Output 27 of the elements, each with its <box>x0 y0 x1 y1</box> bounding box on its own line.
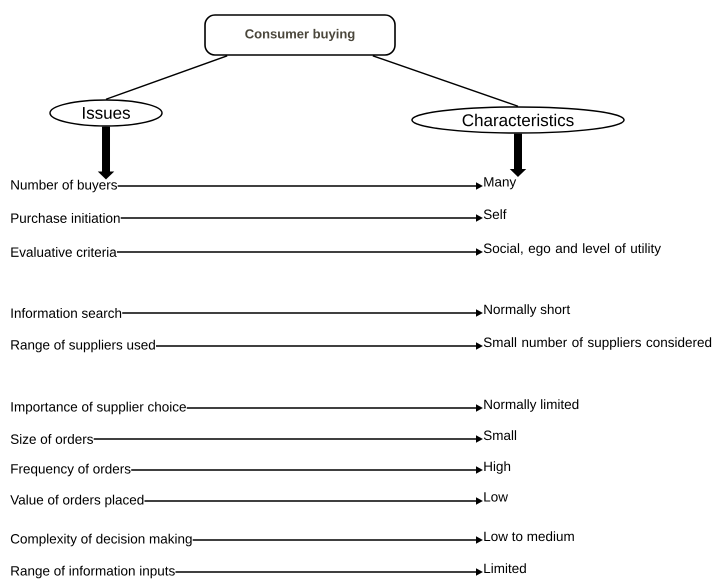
connector-line <box>106 55 228 100</box>
issue-text: Purchase initiation <box>11 213 120 223</box>
rounded-box: Consumer buying <box>204 14 396 56</box>
issue-text: Range of information inputs <box>11 566 175 578</box>
issue-text: Importance of supplier choice <box>11 402 186 414</box>
connector-line <box>372 55 518 107</box>
issue-text: Evaluative criteria <box>11 247 117 257</box>
characteristic-text: Many <box>484 177 516 190</box>
characteristic-text: Small number of suppliers considered <box>484 337 712 350</box>
characteristic-text: Small <box>484 430 516 440</box>
characteristic-text: High <box>484 461 510 474</box>
characteristic-text: Self <box>484 209 506 220</box>
ellipse-label: Characteristics <box>411 106 625 134</box>
issue-text: Size of orders <box>10 434 93 444</box>
issue-text: Information search <box>11 308 122 318</box>
issue-text: Complexity of decision making <box>10 534 192 546</box>
ellipse-label: Issues <box>49 99 163 127</box>
issue-text: Range of suppliers used <box>11 340 155 352</box>
characteristic-text: Normally short <box>484 304 570 317</box>
issue-text: Number of buyers <box>11 180 117 192</box>
characteristic-text: Low <box>484 492 508 502</box>
issue-text: Frequency of orders <box>11 464 130 476</box>
characteristic-text: Normally limited <box>484 399 578 412</box>
issue-text: Value of orders placed <box>10 494 144 508</box>
characteristic-text: Low to medium <box>484 531 574 542</box>
characteristic-text: Social, ego and level of utility <box>484 243 661 256</box>
characteristic-text: Limited <box>484 563 526 574</box>
